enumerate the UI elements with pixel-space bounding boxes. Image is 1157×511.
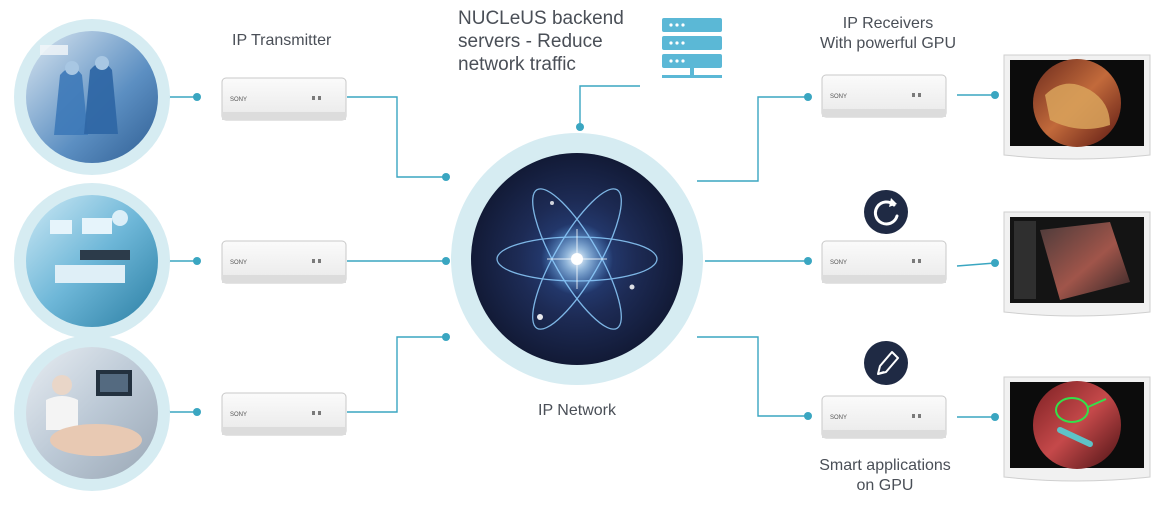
ip-receivers-label: IP Receivers With powerful GPU bbox=[803, 14, 973, 54]
backend-label-line: servers - Reduce bbox=[458, 30, 603, 52]
source-hybrid-or bbox=[14, 183, 170, 339]
link-backend-network bbox=[579, 85, 640, 127]
device-brand: SONY bbox=[230, 412, 247, 418]
link-tx1-network bbox=[347, 96, 446, 178]
backend-servers-label: NUCLeUS backend servers - Reduce network… bbox=[458, 8, 624, 76]
dot bbox=[576, 123, 584, 131]
dot bbox=[991, 91, 999, 99]
receivers-label-line: IP Receivers bbox=[842, 15, 934, 32]
link-network-rx3 bbox=[697, 336, 808, 417]
monitor-2 bbox=[1003, 211, 1151, 317]
rotate-icon bbox=[864, 190, 908, 234]
device-brand: SONY bbox=[830, 94, 847, 100]
dot bbox=[442, 173, 450, 181]
source-ultrasound bbox=[14, 335, 170, 491]
pencil-icon bbox=[864, 341, 908, 385]
server-stack-icon bbox=[662, 18, 722, 78]
backend-label-line: network traffic bbox=[458, 53, 576, 75]
link-network-rx1 bbox=[697, 96, 808, 182]
dot bbox=[804, 257, 812, 265]
ip-network-hub bbox=[451, 133, 703, 385]
smart-label-line: Smart applications bbox=[819, 457, 951, 474]
ip-transmitter-label: IP Transmitter bbox=[232, 32, 332, 49]
ip-transmitter-2: SONY bbox=[221, 240, 347, 284]
smart-label-line: on GPU bbox=[856, 477, 914, 494]
ip-transmitter-3: SONY bbox=[221, 392, 347, 436]
connection-lines bbox=[166, 85, 996, 418]
smart-applications-label: Smart applications on GPU bbox=[797, 456, 973, 496]
dot bbox=[804, 412, 812, 420]
dot bbox=[193, 257, 201, 265]
device-brand: SONY bbox=[830, 260, 847, 266]
ip-receiver-3: SONY bbox=[821, 395, 947, 439]
dot bbox=[193, 408, 201, 416]
source-operating-room bbox=[14, 19, 170, 175]
link-tx3-network bbox=[347, 336, 446, 413]
monitor-1 bbox=[1003, 54, 1151, 160]
ip-receiver-2: SONY bbox=[821, 240, 947, 284]
ip-receiver-1: SONY bbox=[821, 74, 947, 118]
dot bbox=[991, 259, 999, 267]
link-rx2-monitor2 bbox=[956, 262, 996, 267]
monitor-3 bbox=[1003, 376, 1151, 482]
backend-label-line: NUCLeUS backend bbox=[458, 8, 624, 29]
dot bbox=[991, 413, 999, 421]
receivers-label-line: With powerful GPU bbox=[819, 35, 957, 52]
device-brand: SONY bbox=[830, 415, 847, 421]
device-brand: SONY bbox=[230, 97, 247, 103]
ip-transmitter-1: SONY bbox=[221, 77, 347, 121]
dot bbox=[442, 333, 450, 341]
ip-network-label: IP Network bbox=[538, 402, 616, 419]
dot bbox=[804, 93, 812, 101]
device-brand: SONY bbox=[230, 260, 247, 266]
dot bbox=[193, 93, 201, 101]
dot bbox=[442, 257, 450, 265]
